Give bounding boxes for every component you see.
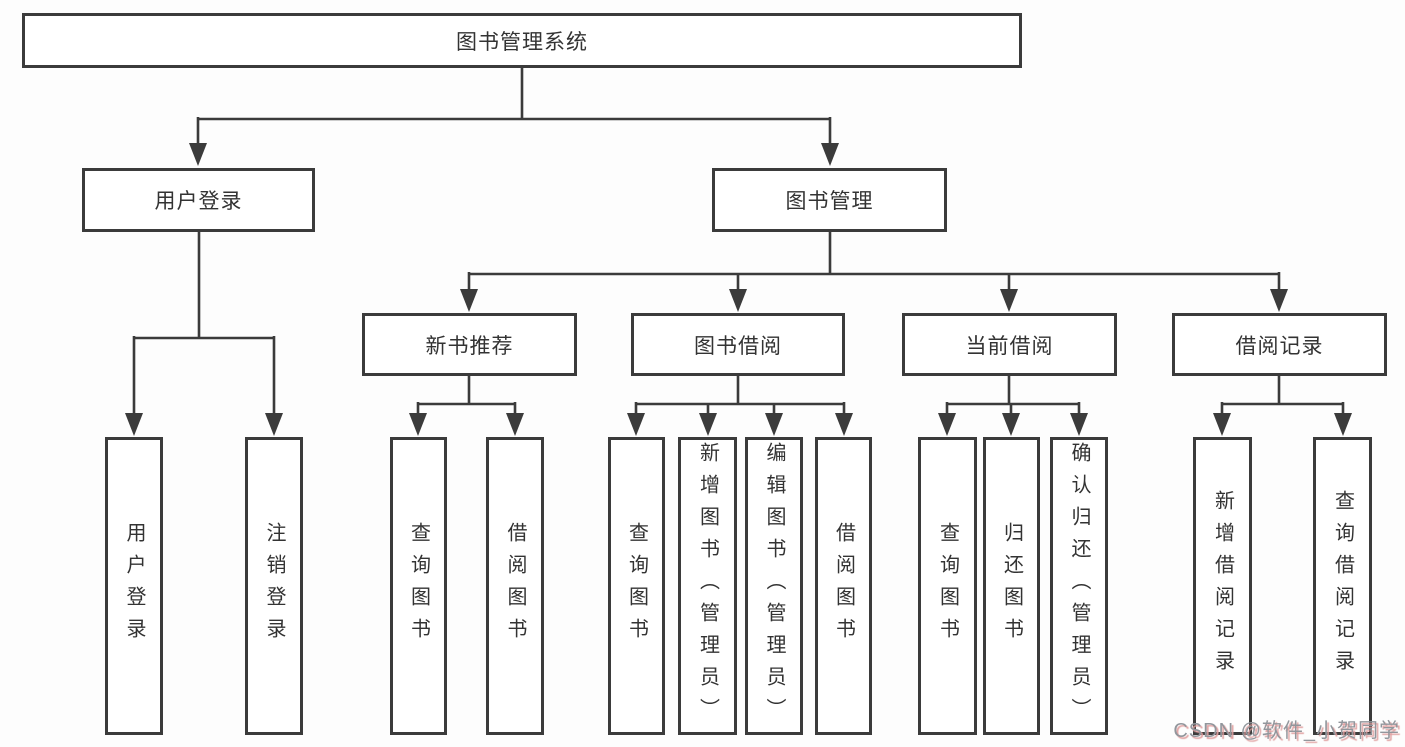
node-label: 查询图书 — [936, 522, 959, 650]
node-label: 借阅记录 — [1235, 334, 1324, 358]
node-label: 新书推荐 — [425, 334, 514, 358]
node-label: 借阅图书 — [504, 522, 526, 650]
leaf-return-book: 归还图书 — [983, 437, 1040, 735]
leaf-confirm-return-admin: 确认归还（管理员） — [1050, 437, 1108, 735]
node-borrow-records: 借阅记录 — [1172, 313, 1387, 376]
node-book-management: 图书管理 — [712, 168, 947, 232]
node-label: 查询借阅记录 — [1331, 490, 1354, 682]
arrow-down-icon — [765, 413, 783, 436]
arrow-down-icon — [1270, 289, 1288, 312]
node-label: 用户登录 — [154, 190, 243, 213]
leaf-logout: 注销登录 — [245, 437, 303, 735]
node-label: 查询图书 — [625, 522, 648, 650]
arrow-down-icon — [821, 143, 839, 166]
leaf-query-books-current: 查询图书 — [918, 437, 977, 735]
arrow-down-icon — [1002, 413, 1020, 436]
arrow-down-icon — [1000, 289, 1018, 312]
arrow-down-icon — [1334, 413, 1352, 436]
arrow-down-icon — [409, 413, 427, 436]
node-label: 图书管理系统 — [456, 30, 588, 54]
arrow-down-icon — [835, 413, 853, 436]
node-new-book-recommend: 新书推荐 — [362, 313, 577, 376]
node-system-root: 图书管理系统 — [22, 13, 1022, 68]
node-label: 归还图书 — [1000, 522, 1023, 650]
node-book-borrow: 图书借阅 — [631, 313, 845, 376]
leaf-query-borrow-record: 查询借阅记录 — [1313, 437, 1372, 735]
leaf-edit-book-admin: 编辑图书（管理员） — [745, 437, 803, 735]
arrow-down-icon — [265, 413, 283, 436]
node-label: 编辑图书（管理员） — [763, 442, 785, 730]
csdn-watermark: CSDN @软件_小贺同学 — [1173, 720, 1400, 742]
arrow-down-icon — [729, 289, 747, 312]
node-label: 借阅图书 — [832, 522, 855, 650]
leaf-query-books-borrow: 查询图书 — [608, 437, 665, 735]
leaf-query-books-recommend: 查询图书 — [390, 437, 447, 735]
node-label: 图书借阅 — [694, 334, 782, 358]
leaf-add-borrow-record: 新增借阅记录 — [1193, 437, 1252, 735]
arrow-down-icon — [699, 413, 717, 436]
arrow-down-icon — [1070, 413, 1088, 436]
node-label: 当前借阅 — [965, 334, 1054, 358]
leaf-borrow-books: 借阅图书 — [815, 437, 872, 735]
node-user-login: 用户登录 — [82, 168, 315, 232]
node-label: 新增图书（管理员） — [696, 442, 719, 730]
arrow-down-icon — [1213, 413, 1231, 436]
leaf-user-login: 用户登录 — [105, 437, 163, 735]
arrow-down-icon — [125, 413, 143, 436]
arrow-down-icon — [189, 143, 207, 166]
arrow-down-icon — [938, 413, 956, 436]
node-label: 注销登录 — [263, 522, 285, 650]
arrow-down-icon — [627, 413, 645, 436]
node-label: 新增借阅记录 — [1211, 490, 1234, 682]
leaf-borrow-books-recommend: 借阅图书 — [486, 437, 544, 735]
node-current-borrow: 当前借阅 — [902, 313, 1117, 376]
node-label: 确认归还（管理员） — [1068, 442, 1090, 730]
node-label: 图书管理 — [785, 190, 874, 213]
leaf-add-book-admin: 新增图书（管理员） — [678, 437, 737, 735]
arrow-down-icon — [460, 289, 478, 312]
arrow-down-icon — [506, 413, 524, 436]
node-label: 用户登录 — [123, 522, 145, 650]
node-label: 查询图书 — [407, 522, 430, 650]
